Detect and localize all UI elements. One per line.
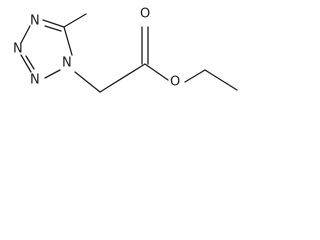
atom-o-ester: O	[170, 75, 180, 90]
atom-o-carbonyl: O	[140, 7, 150, 22]
bond-carbonyl-oester	[144, 63, 169, 81]
bond-ch2-ch3	[204, 69, 238, 91]
bond-n3-n2-double	[25, 55, 35, 70]
bond-ch2-carbonyl	[99, 63, 146, 93]
bond-n4-n3	[20, 25, 31, 44]
bond-c5-n4	[42, 19, 65, 28]
bond-n3-n2	[20, 54, 32, 73]
bond-oester-ch2	[184, 69, 206, 83]
molecule-structure: N N N N O O	[13, 7, 238, 93]
bond-c5-n4-double	[44, 25, 62, 32]
bond-c5-methyl	[63, 13, 87, 28]
bond-n1-ch2	[74, 71, 101, 93]
atom-n2: N	[30, 73, 40, 88]
bond-n2-n1	[44, 69, 61, 79]
atom-n3: N	[13, 42, 23, 57]
bond-c5-n1	[63, 26, 73, 56]
atom-n1: N	[62, 56, 72, 71]
molecule-canvas: N N N N O O	[0, 0, 248, 98]
atom-n4: N	[30, 14, 40, 29]
